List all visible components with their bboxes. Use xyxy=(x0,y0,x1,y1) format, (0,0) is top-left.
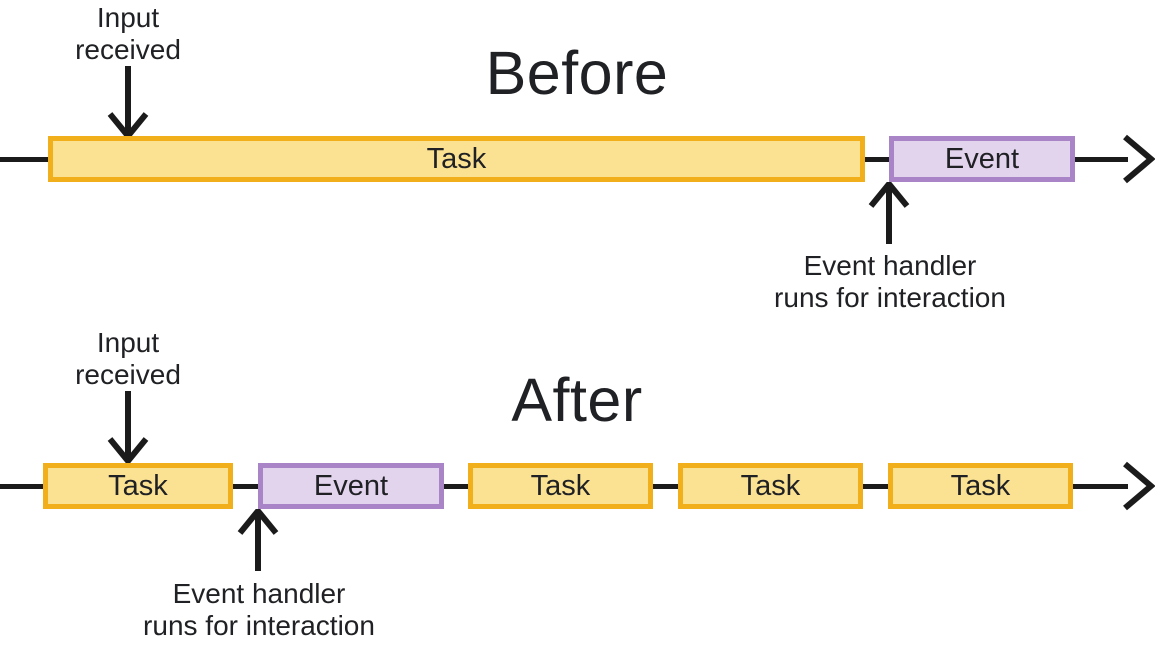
before-input-arrow-down-icon xyxy=(107,66,149,140)
before-event-box: Event xyxy=(889,136,1075,182)
before-timeline-arrowhead-icon xyxy=(1123,134,1155,184)
after-event-handler-label: Event handler runs for interaction xyxy=(109,578,409,642)
before-event-box-label: Event xyxy=(944,142,1020,175)
after-title: After xyxy=(511,366,643,434)
handler-label-line2: runs for interaction xyxy=(143,610,375,641)
input-label-line1: Input xyxy=(96,327,160,358)
after-task-box-3: Task xyxy=(678,463,863,509)
after-task-box-4: Task xyxy=(888,463,1073,509)
after-task-box-1: Task xyxy=(43,463,233,509)
after-event-handler-arrow-up-icon xyxy=(237,509,279,571)
after-task-box-2: Task xyxy=(468,463,653,509)
after-input-arrow-down-icon xyxy=(107,391,149,465)
before-task-box: Task xyxy=(48,136,865,182)
after-input-received-label: Input received xyxy=(28,327,228,391)
before-event-handler-arrow-up-icon xyxy=(868,182,910,244)
input-label-line1: Input xyxy=(96,2,160,33)
input-label-line2: received xyxy=(75,34,181,65)
before-event-handler-label: Event handler runs for interaction xyxy=(740,250,1040,314)
input-label-line2: received xyxy=(75,359,181,390)
after-task-box-4-label: Task xyxy=(950,469,1011,502)
handler-label-line1: Event handler xyxy=(172,578,346,609)
after-task-box-1-label: Task xyxy=(108,469,168,502)
after-event-box-label: Event xyxy=(313,469,389,502)
before-title: Before xyxy=(485,39,669,107)
after-task-box-3-label: Task xyxy=(740,469,801,502)
handler-label-line2: runs for interaction xyxy=(774,282,1006,313)
after-timeline-arrowhead-icon xyxy=(1123,461,1155,511)
after-task-box-2-label: Task xyxy=(530,469,591,502)
after-event-box: Event xyxy=(258,463,444,509)
before-input-received-label: Input received xyxy=(28,2,228,66)
before-task-box-label: Task xyxy=(426,142,487,175)
handler-label-line1: Event handler xyxy=(803,250,977,281)
